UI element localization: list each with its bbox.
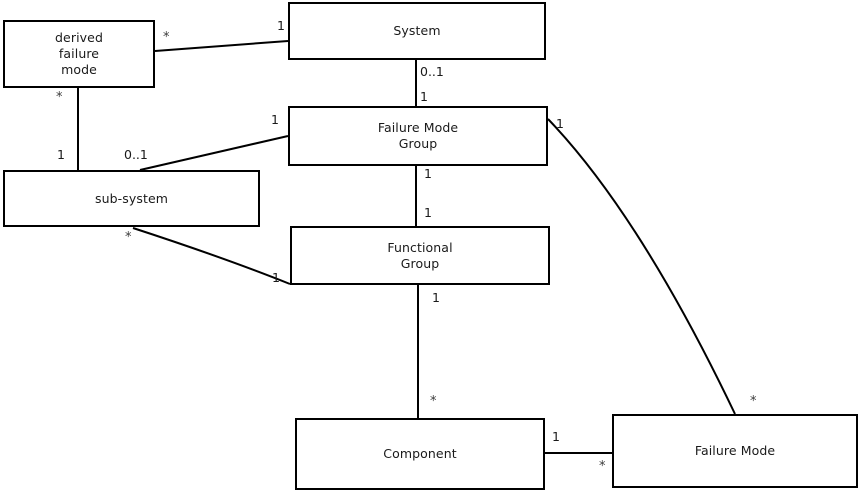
multiplicity-label-fg-to-component: 1 bbox=[432, 290, 440, 305]
multiplicity-label-fm-to-fmg: * bbox=[750, 394, 757, 409]
uml-class-label: sub-system bbox=[94, 190, 169, 206]
uml-class-label: derived failure mode bbox=[55, 30, 103, 77]
multiplicity-label-system-to-fmg: 0..1 bbox=[420, 64, 444, 79]
multiplicity-label-subsystem-to-fg: * bbox=[125, 230, 132, 245]
multiplicity-label-fm-to-component: * bbox=[599, 459, 606, 474]
uml-class-derived-failure-mode[interactable]: derived failure mode bbox=[3, 20, 155, 88]
uml-class-sub-system[interactable]: sub-system bbox=[3, 170, 260, 227]
association-line-sub-system-failure-mode-group[interactable] bbox=[139, 135, 289, 171]
multiplicity-label-fg-to-fmg: 1 bbox=[424, 205, 432, 220]
multiplicity-label-fmg-to-fm: 1 bbox=[556, 116, 564, 131]
uml-class-component[interactable]: Component bbox=[295, 418, 545, 490]
multiplicity-label-fg-to-subsystem: 1 bbox=[272, 270, 280, 285]
association-line-failure-mode-group-failure-mode[interactable] bbox=[547, 118, 736, 415]
uml-class-label: Functional Group bbox=[387, 239, 453, 271]
multiplicity-label-fmg-to-system: 1 bbox=[420, 89, 428, 104]
multiplicity-label-fmg-to-subsystem: 1 bbox=[271, 112, 279, 127]
multiplicity-label-component-to-fg: * bbox=[430, 394, 437, 409]
uml-class-label: Failure Mode bbox=[694, 443, 776, 458]
uml-class-label: System bbox=[393, 23, 441, 38]
association-line-derived-failure-mode-system[interactable] bbox=[154, 40, 289, 52]
multiplicity-label-component-to-fm: 1 bbox=[552, 429, 560, 444]
uml-class-failure-mode-group[interactable]: Failure Mode Group bbox=[288, 106, 548, 166]
multiplicity-label-dfm-to-subsystem: * bbox=[56, 90, 63, 105]
uml-class-label: Failure Mode Group bbox=[377, 120, 459, 151]
association-line-sub-system-functional-group[interactable] bbox=[132, 227, 291, 285]
uml-class-functional-group[interactable]: Functional Group bbox=[290, 226, 550, 285]
uml-class-failure-mode[interactable]: Failure Mode bbox=[612, 414, 858, 488]
uml-class-system[interactable]: System bbox=[288, 2, 546, 60]
multiplicity-label-fmg-to-fg: 1 bbox=[424, 166, 432, 181]
multiplicity-label-dfm-to-system: * bbox=[163, 30, 170, 45]
uml-class-label: Component bbox=[383, 446, 457, 461]
multiplicity-label-subsystem-to-dfm: 1 bbox=[57, 147, 65, 162]
multiplicity-label-subsystem-to-fmg: 0..1 bbox=[124, 147, 148, 162]
multiplicity-label-system-to-dfm: 1 bbox=[277, 18, 285, 33]
